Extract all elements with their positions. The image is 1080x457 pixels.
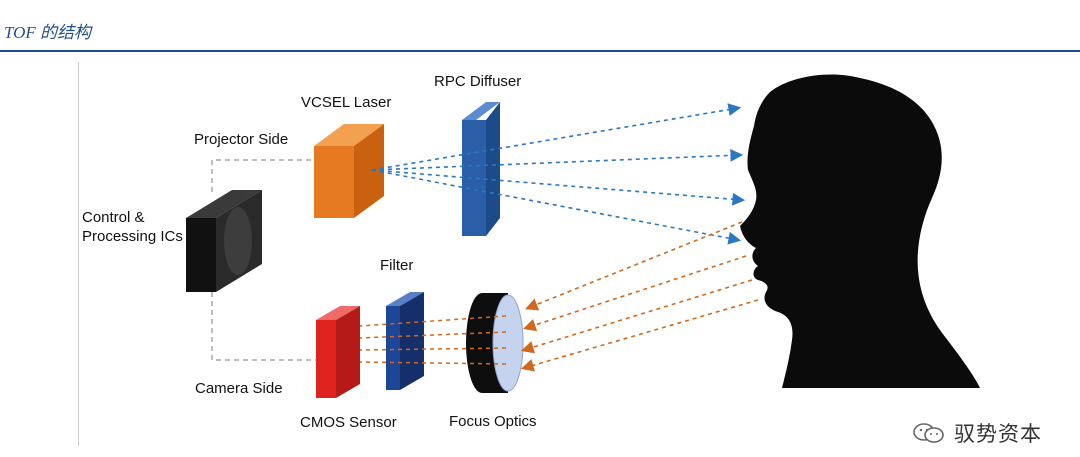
vcsel-laser-label: VCSEL Laser: [301, 94, 392, 111]
page-title: TOF 的结构: [4, 23, 92, 42]
watermark: 驭势资本: [912, 418, 1042, 448]
cmos-sensor: [316, 306, 360, 398]
camera-connector: [211, 292, 318, 361]
vcsel-laser: [314, 124, 384, 218]
projector-side-label: Projector Side: [194, 131, 289, 148]
camera-internal-beams: [359, 315, 507, 365]
filter: [386, 292, 424, 390]
camera-side-label: Camera Side: [195, 380, 283, 397]
header-rule: [0, 50, 1080, 52]
projector-connector: [211, 159, 316, 192]
focus-optics-label: Focus Optics: [449, 413, 537, 430]
return-beams: [520, 221, 759, 372]
rpc-diffuser-label: RPC Diffuser: [434, 73, 522, 90]
left-divider: [78, 62, 79, 446]
header: TOF 的结构: [0, 0, 1080, 52]
cmos-sensor-label: CMOS Sensor: [300, 414, 397, 431]
rpc-diffuser: [462, 102, 500, 236]
filter-label: Filter: [380, 257, 414, 274]
projector-beams: [371, 103, 746, 245]
focus-optics: [466, 293, 524, 393]
wechat-icon: [913, 423, 944, 443]
control-processing-label: Control & Processing ICs: [82, 209, 183, 245]
control-ic-block: [186, 190, 262, 292]
watermark-text: 驭势资本: [954, 422, 1042, 446]
head-silhouette: [740, 74, 980, 388]
